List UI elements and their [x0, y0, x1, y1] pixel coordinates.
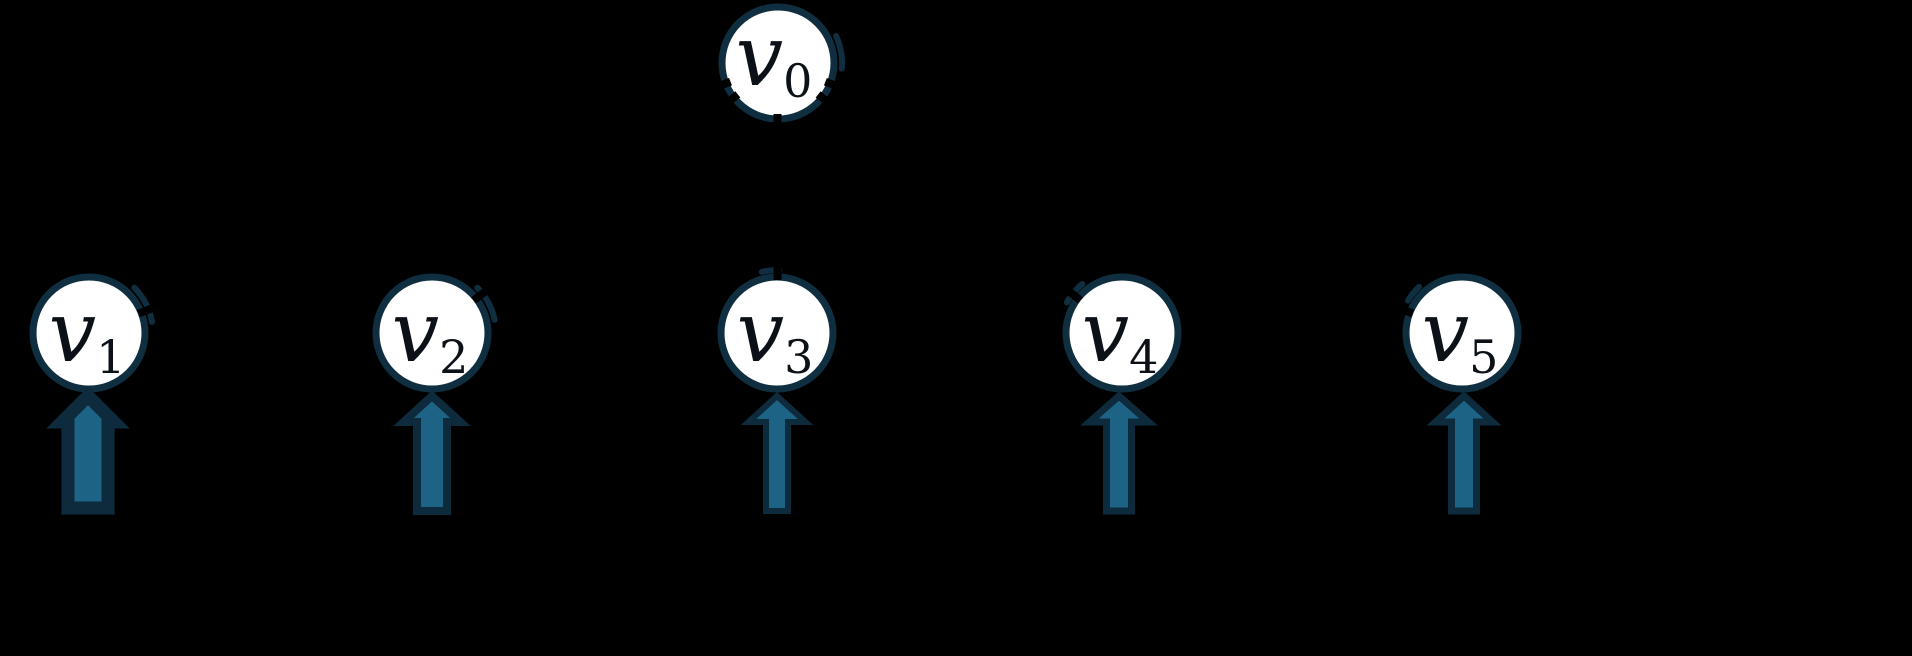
node-v2-label-sub: 2 [439, 330, 468, 384]
node-v5-border-overshoot [1405, 283, 1422, 304]
node-v4-label: v4 [1082, 283, 1159, 384]
node-v1-label-sub: 1 [96, 330, 125, 384]
node-v4-label-sub: 4 [1129, 330, 1158, 384]
node-v2-body [372, 273, 492, 393]
node-v1-label: v1 [49, 283, 126, 384]
edge-v0-v5 [823, 77, 1415, 318]
node-v4-label-base: v [1082, 283, 1129, 381]
node-v0-label-sub: 0 [783, 54, 812, 108]
edge-v0-v1 [136, 77, 732, 318]
node-v2-label: v2 [392, 283, 469, 384]
node-v4: v4 [1062, 273, 1182, 393]
node-v5-label: v5 [1422, 283, 1499, 384]
up-arrow-v5 [1426, 391, 1502, 515]
node-v4-body [1062, 273, 1182, 393]
node-v1-border-overshoot [131, 284, 155, 325]
node-v3-label-base: v [737, 283, 784, 381]
node-v1: v1 [29, 273, 155, 393]
node-v5-label-sub: 5 [1469, 330, 1498, 384]
up-arrow-v1 [46, 386, 130, 515]
edges [136, 77, 1415, 318]
node-v3-label-sub: 3 [784, 330, 813, 384]
input-arrows [46, 386, 1502, 515]
node-v3: v3 [717, 266, 837, 393]
node-v0-label-base: v [736, 7, 783, 105]
up-arrow-v2 [393, 390, 471, 515]
node-v2-border-overshoot [474, 284, 498, 323]
node-v0-label: v0 [736, 7, 813, 108]
node-v2-label-base: v [392, 283, 439, 381]
node-v5-label-base: v [1422, 283, 1469, 381]
node-v0-border-overshoot [833, 33, 846, 72]
node-v2: v2 [372, 273, 498, 393]
node-v5: v5 [1402, 273, 1522, 393]
edge-v0-v2 [471, 91, 741, 304]
node-v5-body [1402, 273, 1522, 393]
node-v3-label: v3 [737, 283, 814, 384]
edge-v0-v4 [815, 91, 1083, 304]
up-arrow-v4 [1080, 391, 1158, 515]
node-v1-label-base: v [49, 283, 96, 381]
node-v0: v0 [718, 3, 846, 123]
up-arrow-v3 [740, 391, 814, 514]
